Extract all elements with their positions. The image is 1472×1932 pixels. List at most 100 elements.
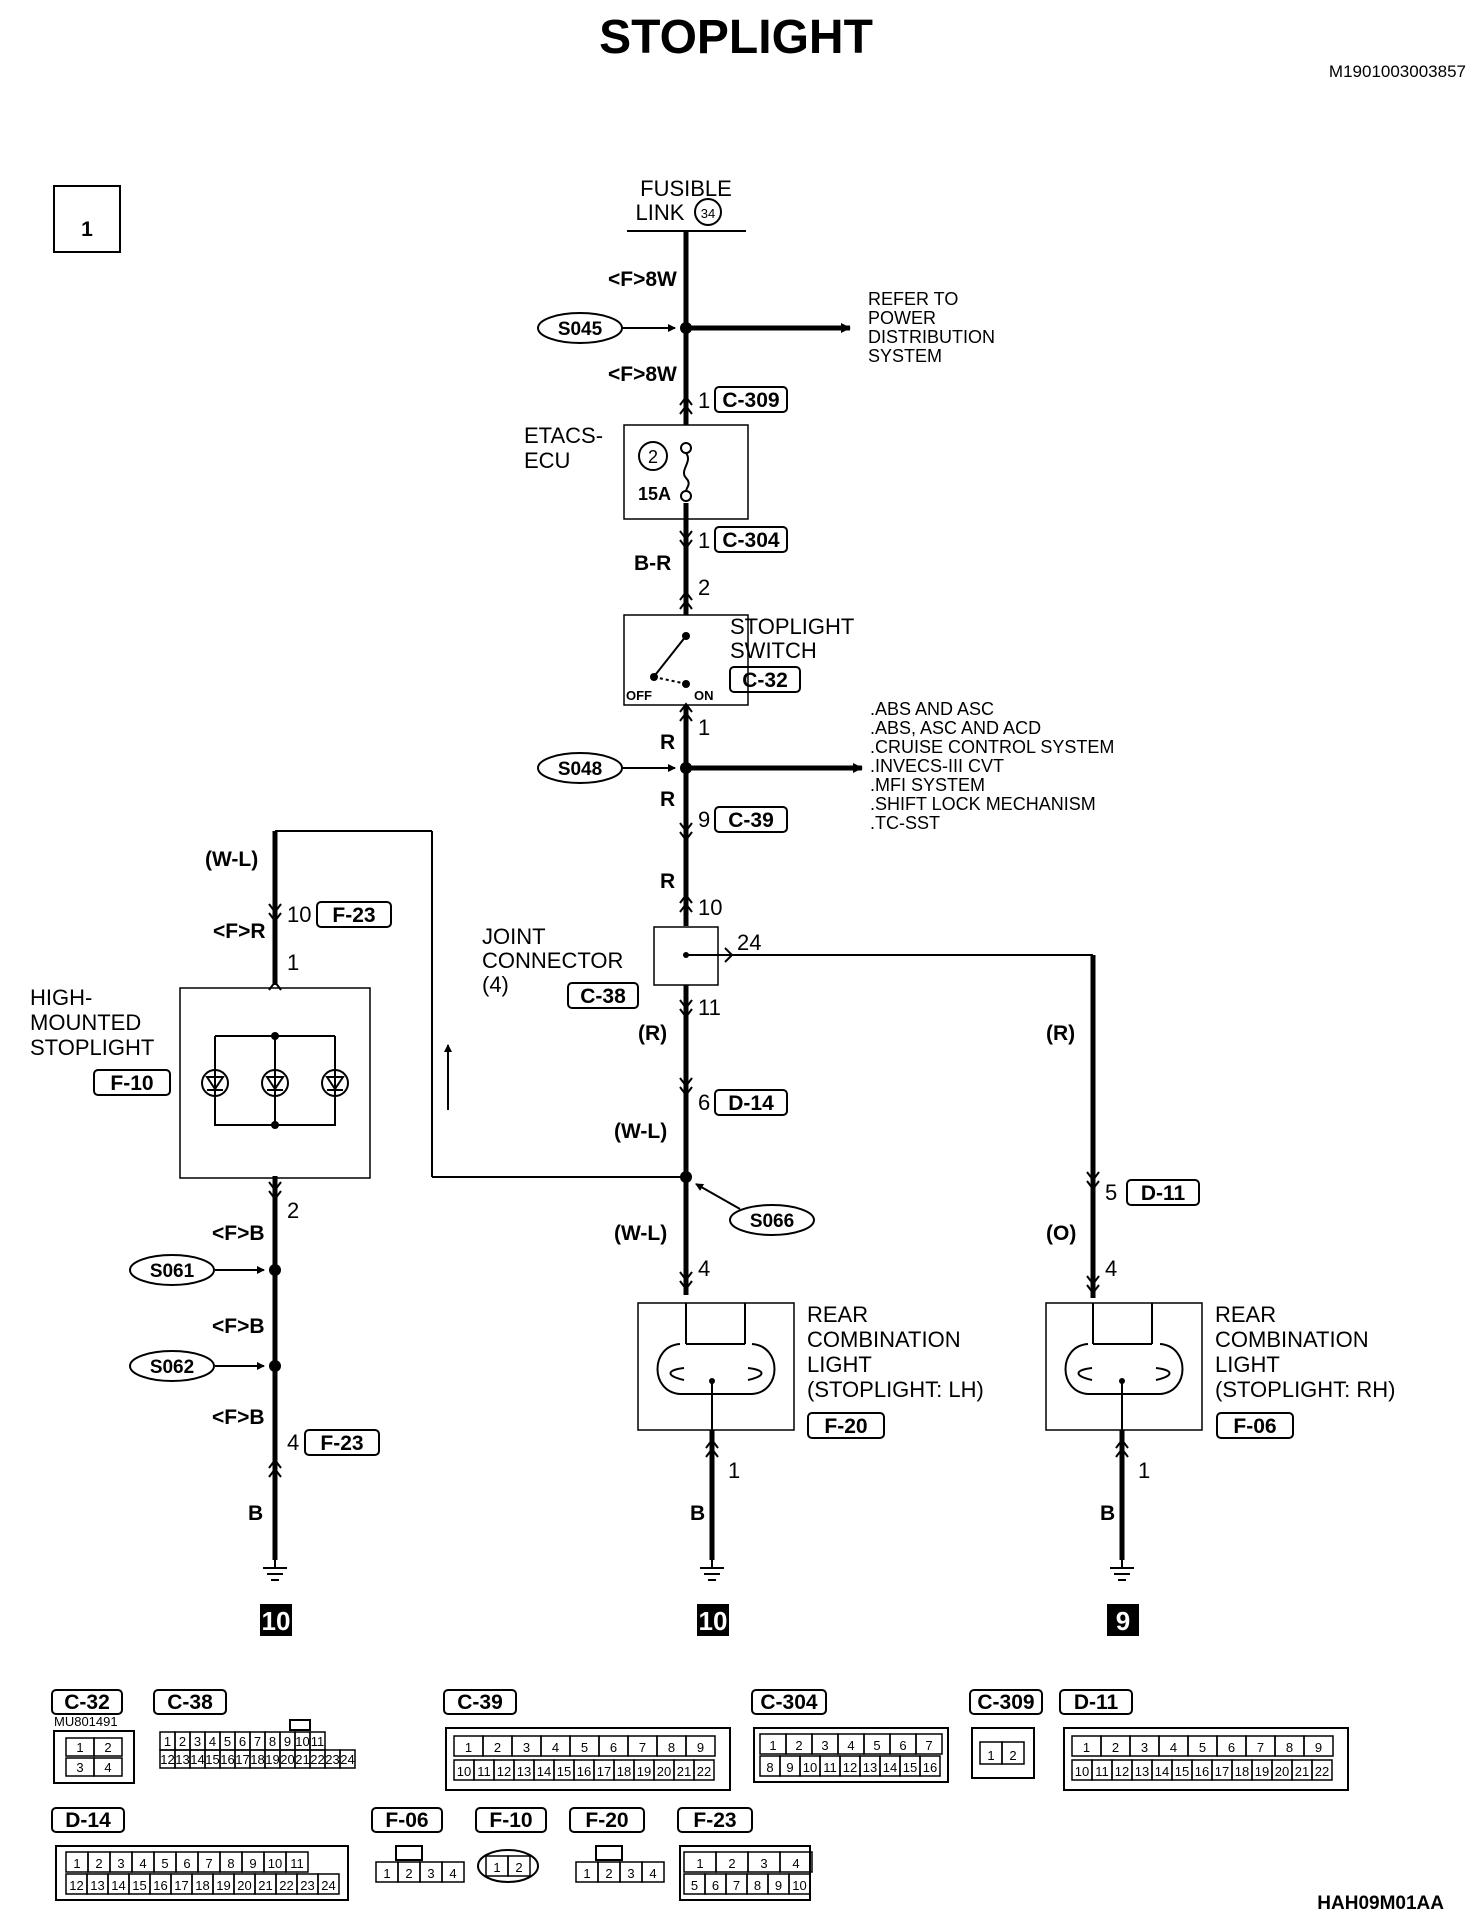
refer-line-2: POWER (868, 308, 936, 328)
connector-pin: 16 (923, 1760, 937, 1775)
connector-pin: 21 (1295, 1764, 1309, 1779)
connector-pin: 12 (69, 1878, 83, 1893)
connector-pin: 8 (668, 1740, 675, 1755)
connector-pin: 17 (174, 1878, 188, 1893)
connector-pin: 1 (164, 1734, 171, 1749)
wire-label: (W-L) (205, 848, 258, 871)
connector-pin: 2 (728, 1856, 735, 1871)
connector-cell (1303, 1735, 1334, 1757)
connector-pin: 10 (295, 1734, 309, 1749)
pin-number: 9 (698, 807, 710, 832)
pin-number: 24 (737, 930, 761, 955)
connector-labels: C-309 C-304 C-32 C-39 C-38 D-14 D-11 F-2… (93, 386, 1294, 1456)
connector-pin: 10 (803, 1760, 817, 1775)
connector-pin: 5 (161, 1856, 168, 1871)
document-code: M1901003003857 (1328, 62, 1466, 81)
pin-number: 4 (1105, 1256, 1117, 1281)
led-2 (261, 1069, 289, 1097)
connector-cell (693, 1759, 715, 1781)
connector-pin: 18 (195, 1878, 209, 1893)
system-item: .MFI SYSTEM (870, 775, 985, 795)
ground-ref: 9 (1116, 1606, 1130, 1636)
connector-pin: 24 (321, 1878, 335, 1893)
connector-pin: 8 (1286, 1740, 1293, 1755)
rear-combination-light-lh: REAR COMBINATION LIGHT (STOPLIGHT: LH) (637, 1302, 984, 1431)
led-3 (321, 1069, 349, 1097)
switch-on-label: ON (694, 688, 714, 703)
connector-pin: 8 (227, 1856, 234, 1871)
connector-label: F-23 (332, 904, 375, 927)
connector-pin: 1 (73, 1856, 80, 1871)
pin-number: 1 (698, 715, 710, 740)
connector-pin: 4 (449, 1866, 456, 1881)
connector-pin: 19 (1255, 1764, 1269, 1779)
connector-label: C-38 (580, 985, 626, 1008)
connector-pin: 13 (90, 1878, 104, 1893)
connector-cell (915, 1733, 943, 1755)
pin-number: 6 (698, 1090, 710, 1115)
connector-cell (285, 1851, 309, 1873)
wire-label: (W-L) (614, 1120, 667, 1143)
wire-label: B (690, 1502, 705, 1525)
refer-line-4: SYSTEM (868, 346, 942, 366)
rear-rh-label-4: (STOPLIGHT: RH) (1215, 1377, 1396, 1402)
connector-pin: 19 (216, 1878, 230, 1893)
system-item: .SHIFT LOCK MECHANISM (870, 794, 1096, 814)
fuse-terminal-top (680, 442, 692, 454)
system-item: .TC-SST (870, 813, 940, 833)
fusible-label-2: LINK (636, 200, 685, 225)
connector-cell (919, 1755, 941, 1777)
connector-pin: 22 (310, 1752, 324, 1767)
connector-pin: 7 (1257, 1740, 1264, 1755)
connector-pin: 9 (697, 1740, 704, 1755)
connector-pin: 18 (617, 1764, 631, 1779)
svg-text:S062: S062 (150, 1357, 194, 1378)
refer-note: REFER TO POWER DISTRIBUTION SYSTEM (868, 289, 995, 366)
wire-label: B (248, 1502, 263, 1525)
connector-view-label: F-23 (677, 1807, 753, 1833)
connector-view-title: C-304 (760, 1691, 818, 1714)
connector-pin: 10 (268, 1856, 282, 1871)
connector-pin: 12 (160, 1752, 174, 1767)
connector-pin: 6 (712, 1878, 719, 1893)
etacs-label-2: ECU (524, 448, 570, 473)
wire-label: B (1100, 1502, 1115, 1525)
connector-pin: 21 (295, 1752, 309, 1767)
switch-label-2: SWITCH (730, 638, 817, 663)
connector-pin: 19 (637, 1764, 651, 1779)
pin-number: 4 (698, 1256, 710, 1281)
connector-pin: 7 (925, 1738, 932, 1753)
connector-pin: 1 (987, 1748, 994, 1763)
pin-numbers: 1 1 2 1 9 10 24 11 6 4 1 5 4 1 10 1 2 4 (287, 388, 1150, 1483)
connector-pin: 4 (139, 1856, 146, 1871)
rear-lh-label-2: COMBINATION (807, 1327, 961, 1352)
connector-view-label: D-11 (1059, 1689, 1133, 1715)
pin-number: 2 (287, 1198, 299, 1223)
connector-pin: 1 (383, 1866, 390, 1881)
connector-pin: 10 (1075, 1764, 1089, 1779)
rear-rh-label-2: COMBINATION (1215, 1327, 1369, 1352)
connector-pin: 17 (235, 1752, 249, 1767)
connector-pin: 23 (300, 1878, 314, 1893)
connector-view-label: D-14 (51, 1807, 125, 1833)
wire-label: <F>B (212, 1406, 265, 1429)
connector-pin: 5 (873, 1738, 880, 1753)
ground-left: 10 (260, 1560, 292, 1636)
page-number: 1 (81, 218, 93, 241)
pin-number: 10 (287, 902, 311, 927)
connector-cell (317, 1873, 340, 1895)
connector-view-title: D-14 (65, 1809, 111, 1832)
connector-pin: 9 (284, 1734, 291, 1749)
fusible-label-1: FUSIBLE (640, 176, 732, 201)
connector-pin: 24 (340, 1752, 354, 1767)
connector-label: F-20 (824, 1415, 867, 1438)
connector-pin: 22 (1315, 1764, 1329, 1779)
pin-number: 4 (287, 1430, 299, 1455)
rear-combination-light-rh: REAR COMBINATION LIGHT (STOPLIGHT: RH) (1045, 1302, 1396, 1431)
rear-lh-label-3: LIGHT (807, 1352, 872, 1377)
joint-label-3: (4) (482, 972, 509, 997)
connector-pin: 19 (265, 1752, 279, 1767)
connector-pin: 1 (769, 1738, 776, 1753)
part-number: MU801491 (54, 1714, 118, 1729)
connector-pin: 20 (280, 1752, 294, 1767)
